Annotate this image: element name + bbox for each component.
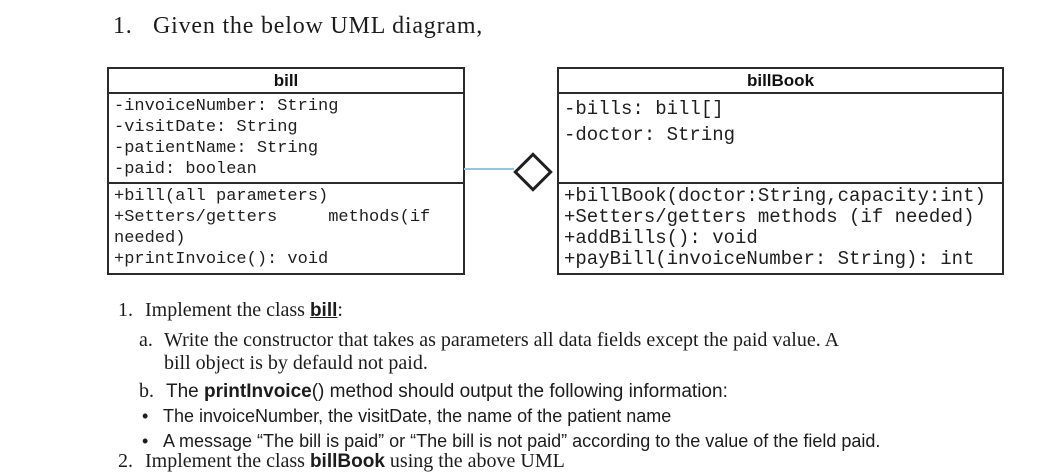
task-item-1-number: 1. — [118, 299, 133, 321]
uml-attribute: -invoiceNumber: String — [114, 97, 339, 116]
task-item-2-pre: Implement the class — [145, 450, 310, 472]
task-item-2-number: 2. — [118, 450, 133, 472]
uml-method: +printInvoice(): void — [114, 250, 329, 269]
uml-attribute: -paid: boolean — [114, 160, 257, 179]
uml-attribute: -doctor: String — [564, 124, 736, 146]
uml-method: +addBills(): void — [564, 227, 758, 249]
uml-billbook-methods: +billBook(doctor:String,capacity:int) +S… — [559, 184, 1002, 273]
uml-bill-title: bill — [109, 69, 463, 94]
uml-method: needed) — [114, 229, 186, 248]
uml-class-billbook: billBook -bills: bill[] -doctor: String … — [557, 67, 1004, 275]
uml-bill-attributes: -invoiceNumber: String -visitDate: Strin… — [109, 94, 463, 184]
subtask-a-text: Write the constructor that takes as para… — [164, 329, 839, 375]
uml-billbook-attributes: -bills: bill[] -doctor: String — [559, 94, 1002, 184]
bullet-2-text: A message “The bill is paid” or “The bil… — [163, 431, 881, 451]
uml-method: +bill(all parameters) — [114, 187, 329, 206]
uml-attribute: -bills: bill[] — [564, 98, 724, 120]
subtask-b-pre: The — [166, 381, 205, 402]
uml-bill-methods: +bill(all parameters) +Setters/getters m… — [109, 184, 463, 273]
uml-method: +payBill(invoiceNumber: String): int — [564, 248, 975, 270]
page-title: 1. Given the below UML diagram, — [113, 13, 483, 40]
task-item-1-classname: bill — [309, 300, 338, 321]
task-item-2-clipped: 2. Implement the class billBook using the… — [118, 450, 565, 473]
subtask-a-line-2: bill object is by defauld not paid. — [164, 352, 428, 374]
subtask-a-label: a. — [139, 329, 153, 351]
uml-attribute: -visitDate: String — [114, 118, 298, 137]
uml-billbook-title: billBook — [559, 69, 1002, 94]
association-line — [464, 168, 514, 170]
aggregation-diamond-icon — [513, 152, 553, 192]
subtask-b-methodname: printInvoice — [204, 381, 312, 402]
task-item-2-classname: billBook — [309, 451, 385, 472]
task-item-1: 1. Implement the class bill: — [118, 299, 343, 322]
heading-number: 1. — [113, 13, 133, 39]
uml-attribute: -patientName: String — [114, 139, 319, 158]
task-item-1-post: : — [337, 299, 343, 321]
bullet-icon: • — [142, 431, 149, 451]
uml-method: +Setters/getters methods(if — [114, 208, 431, 227]
subtask-b-post: () method should output the following in… — [311, 381, 728, 402]
task-item-2-post: using the above UML — [384, 450, 565, 472]
uml-method: +Setters/getters methods (if needed) — [564, 206, 975, 228]
uml-class-bill: bill -invoiceNumber: String -visitDate: … — [107, 67, 465, 275]
subtask-a-line-1: Write the constructor that takes as para… — [164, 329, 840, 351]
bullet-1-text: The invoiceNumber, the visitDate, the na… — [163, 406, 672, 426]
uml-method: +billBook(doctor:String,capacity:int) — [564, 185, 986, 207]
bullet-icon: • — [142, 406, 149, 426]
task-item-1-pre: Implement the class — [145, 299, 310, 321]
subtask-b-label: b. — [139, 380, 154, 402]
subtask-b-text: The printInvoice() method should output … — [166, 381, 728, 403]
heading-text: Given the below UML diagram, — [153, 13, 484, 39]
